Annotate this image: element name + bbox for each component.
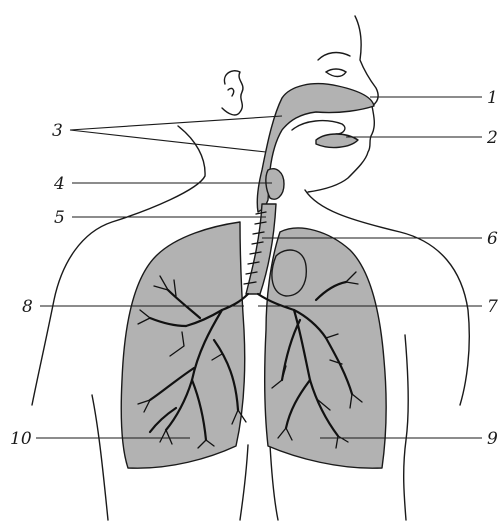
- label-9: 9: [487, 429, 498, 449]
- label-5: 5: [54, 208, 65, 228]
- label-8: 8: [22, 297, 33, 317]
- label-2: 2: [486, 128, 498, 148]
- heart-notch: [272, 250, 306, 296]
- pointer-line-3b: [70, 130, 266, 152]
- larynx: [266, 169, 284, 199]
- right-lung: [121, 222, 244, 468]
- label-6: 6: [487, 229, 498, 249]
- label-4: 4: [53, 174, 65, 194]
- label-1: 1: [487, 88, 498, 108]
- pointer-line-3a: [70, 116, 282, 130]
- upper-airway: [257, 84, 374, 212]
- label-10: 10: [10, 429, 32, 449]
- label-7: 7: [487, 297, 498, 317]
- body-outline: [32, 126, 469, 520]
- palate: [292, 121, 345, 134]
- label-3: 3: [52, 121, 63, 141]
- oral-cavity: [316, 134, 358, 147]
